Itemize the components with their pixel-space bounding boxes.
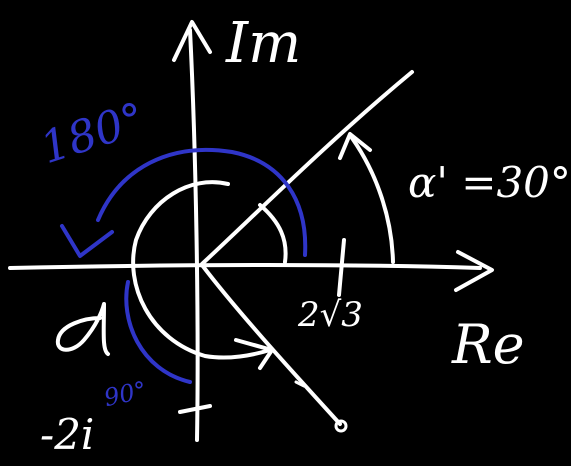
tick-two-root-three xyxy=(337,238,346,297)
alpha-glyph xyxy=(55,302,110,356)
minus-two-i-label: -2i xyxy=(40,410,95,459)
real-axis xyxy=(8,262,482,270)
real-axis-label: Re xyxy=(452,313,525,376)
tick-minus-two-i xyxy=(178,404,212,414)
ray-endpoint-dot xyxy=(334,419,348,433)
arc-180-degrees xyxy=(96,147,308,257)
complex-plane-sketch xyxy=(8,20,494,442)
arc-90-degrees xyxy=(124,280,192,384)
whiteboard-canvas: Im Re 180° 90° α α' =30° 2√3 -2i xyxy=(8,11,571,459)
imaginary-axis-arrowhead xyxy=(172,20,212,62)
arc-alpha xyxy=(131,180,272,360)
arc-alpha-prime xyxy=(350,136,395,264)
imaginary-axis-label: Im xyxy=(226,11,302,76)
ray-thirty-degrees xyxy=(200,70,414,266)
arc-alpha-prime-arrowhead xyxy=(338,132,372,160)
ray-lower-right xyxy=(200,263,342,426)
ray-mark xyxy=(294,380,306,388)
arc-180-arrowhead xyxy=(60,224,114,258)
two-root-three-label: 2√3 xyxy=(298,295,363,335)
small-arc-alpha-prime xyxy=(258,203,288,264)
imaginary-axis xyxy=(188,28,200,442)
arc-alpha-arrowhead xyxy=(234,338,274,370)
real-axis-arrowhead xyxy=(454,250,494,292)
alpha-prime-label: α' =30° xyxy=(408,158,571,207)
